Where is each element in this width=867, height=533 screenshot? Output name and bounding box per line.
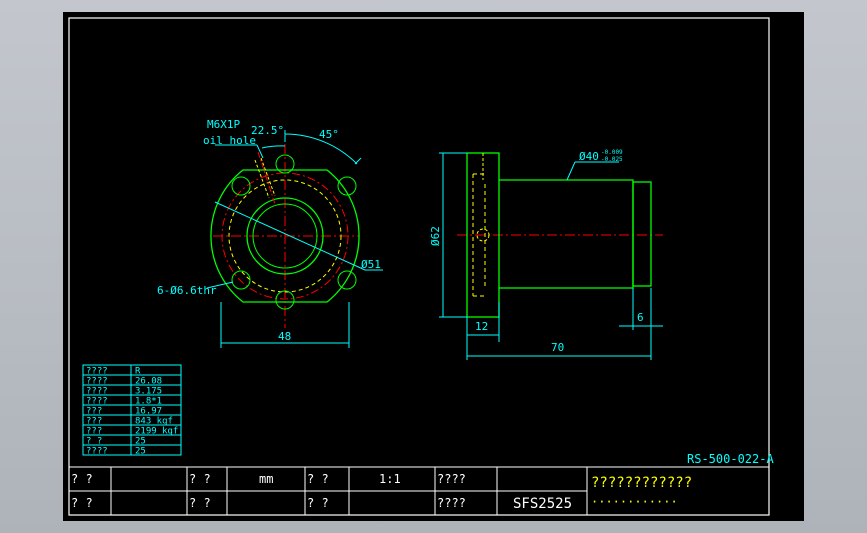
spec-param-label: ? ? <box>86 437 102 447</box>
tb-cell: ? ? <box>307 496 329 510</box>
angle-ext <box>354 157 362 165</box>
tb-cell: 1:1 <box>379 472 401 486</box>
spec-table-border <box>82 364 182 456</box>
tb-cell: ???? <box>437 472 466 486</box>
bolt-hole <box>275 290 295 310</box>
spec-param-value: 25 <box>135 447 146 457</box>
part-number: SFS2525 <box>513 496 572 512</box>
shaft-body <box>499 179 634 289</box>
pcd-label: Ø51 <box>361 258 381 271</box>
bolt-circle <box>221 172 349 300</box>
tb-cell: ? ? <box>307 472 329 486</box>
dim12-label: 12 <box>475 320 488 333</box>
oil-hole-edge <box>260 157 276 197</box>
angle-a-label: 22.5° <box>251 124 284 137</box>
dim6-label: 6 <box>637 311 644 324</box>
angle-arc-22 <box>261 145 286 149</box>
spec-param-label: ???? <box>86 367 108 377</box>
company-name: ???????????? <box>591 475 692 491</box>
drawing-canvas[interactable]: M6X1P oil hole 22.5° 45° Ø51 6-Ø6.6thr 4… <box>63 12 804 521</box>
front-view <box>206 130 383 348</box>
drawing-number: RS-500-022-A <box>687 452 774 466</box>
angle-arc-45 <box>284 133 358 165</box>
flange-outline <box>210 169 360 303</box>
bolt-hole <box>231 270 251 290</box>
spec-param-label: ???? <box>86 387 108 397</box>
oil-port <box>476 228 490 242</box>
title-block-text: ? ? ? ? mm ? ? 1:1 ???? ? ? ? ? ? ? ????… <box>71 472 692 512</box>
width-label: 48 <box>278 330 291 343</box>
spec-param-label: ??? <box>86 417 102 427</box>
holes-leader <box>206 281 234 289</box>
hidden-circle <box>228 179 342 293</box>
oil-hole-center <box>257 151 276 205</box>
dia40-leader <box>566 161 576 181</box>
tb-cell: ???? <box>437 496 466 510</box>
side-view <box>439 152 663 360</box>
spec-param-value: 843 kgf <box>135 417 173 427</box>
bolt-hole <box>337 176 357 196</box>
spec-param-label: ???? <box>86 377 108 387</box>
bolt-hole <box>337 270 357 290</box>
pcd-leader <box>214 201 366 271</box>
spec-param-value: R <box>135 367 141 377</box>
dia62-label: Ø62 <box>429 226 442 246</box>
bolt-hole <box>275 154 295 174</box>
spec-param-label: ??? <box>86 427 102 437</box>
tol-lower: -0.025 <box>601 156 623 163</box>
spec-param-value: 16.97 <box>135 407 162 417</box>
dim70-label: 70 <box>551 341 564 354</box>
tb-cell: mm <box>259 472 273 486</box>
spec-param-label: ???? <box>86 447 108 457</box>
spec-param-value: 26.08 <box>135 377 162 387</box>
spec-param-label: ??? <box>86 407 102 417</box>
tb-cell: ? ? <box>189 496 211 510</box>
front-view-labels: M6X1P oil hole 22.5° 45° Ø51 6-Ø6.6thr 4… <box>157 118 381 343</box>
spec-table: ???? R???? 26.08???? 3.175???? 1.8*1??? 16.97… <box>82 364 182 457</box>
holes-label: 6-Ø6.6thr <box>157 284 217 297</box>
oil-hole-leader2 <box>256 144 264 159</box>
title-block <box>69 466 769 515</box>
spec-param-label: ???? <box>86 397 108 407</box>
tb-cell: ? ? <box>71 496 93 510</box>
spec-param-value: 2199 kgf <box>135 427 178 437</box>
spec-param-value: 3.175 <box>135 387 162 397</box>
outer-frame <box>68 17 770 516</box>
tb-cell: ? ? <box>71 472 93 486</box>
company-sub: ············ <box>591 495 678 509</box>
drawing-sheet[interactable]: M6X1P oil hole 22.5° 45° Ø51 6-Ø6.6thr 4… <box>63 12 804 521</box>
angle-b-label: 45° <box>319 128 339 141</box>
tol-upper: -0.009 <box>601 149 623 156</box>
oil-hole-edge <box>254 159 270 199</box>
bolt-hole <box>231 176 251 196</box>
spec-param-value: 25 <box>135 437 146 447</box>
tb-cell: ? ? <box>189 472 211 486</box>
spec-param-value: 1.8*1 <box>135 397 162 407</box>
side-view-labels: Ø62 Ø40 -0.009 -0.025 12 70 6 <box>429 149 644 354</box>
oil-hole-label: oil hole <box>203 134 256 147</box>
dia40-label: Ø40 <box>579 150 599 163</box>
shaft-end <box>632 181 652 287</box>
thread-note: M6X1P <box>207 118 240 131</box>
bore-outer <box>246 197 324 275</box>
bore-inner <box>252 203 318 269</box>
